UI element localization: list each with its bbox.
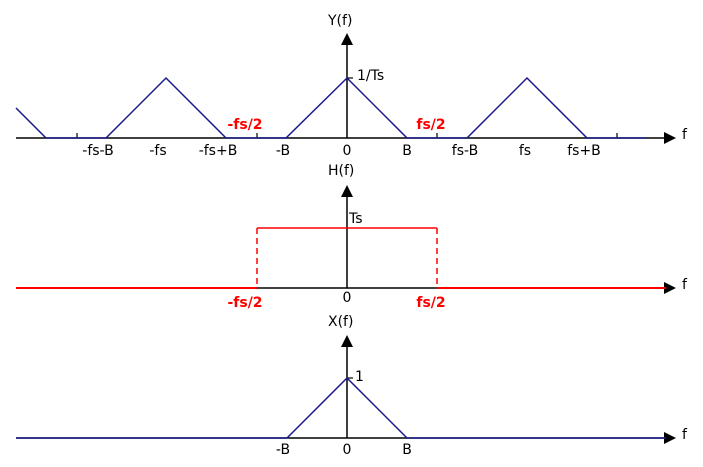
bot-f-axis-arrow bbox=[664, 432, 676, 444]
tick-label: -B bbox=[276, 442, 290, 458]
tick-label: -fs-B bbox=[82, 143, 113, 159]
tick-label: fs-B bbox=[452, 143, 478, 159]
tick-label: -fs+B bbox=[199, 143, 238, 159]
tick-label: B bbox=[402, 442, 412, 458]
top-y-axis-arrow bbox=[341, 33, 353, 45]
tick-label: -B bbox=[276, 143, 290, 159]
tick-label: fs/2 bbox=[416, 295, 445, 311]
mid-xlabel: f bbox=[682, 277, 688, 293]
top-ylabel: Y(f) bbox=[327, 13, 352, 29]
top-peak-label: 1/Ts bbox=[357, 68, 384, 84]
panel-sampled-spectrum: Y(f) f 1/Ts -fs-B -fs -fs+B -B 0 B fs-B … bbox=[15, 13, 688, 159]
top-f-axis-arrow bbox=[664, 132, 676, 144]
mid-y-axis-arrow bbox=[341, 185, 353, 197]
bot-xlabel: f bbox=[682, 427, 688, 443]
red-tick-label: -fs/2 bbox=[227, 117, 262, 133]
panel-original-spectrum: X(f) f 1 -B 0 B bbox=[16, 314, 688, 458]
mid-f-axis-arrow bbox=[664, 282, 676, 294]
tick-label: -fs bbox=[149, 143, 166, 159]
sampled-spectrum-line bbox=[15, 76, 646, 139]
red-tick-label: fs/2 bbox=[416, 117, 445, 133]
bot-ylabel: X(f) bbox=[328, 314, 353, 330]
mid-ylabel: H(f) bbox=[328, 163, 354, 179]
top-xlabel: f bbox=[682, 127, 688, 143]
bot-peak-label: 1 bbox=[355, 369, 364, 385]
tick-label: fs+B bbox=[567, 143, 601, 159]
panel-filter-response: H(f) f Ts -fs/2 0 fs/2 bbox=[16, 163, 688, 311]
tick-label: fs bbox=[519, 143, 531, 159]
bot-y-axis-arrow bbox=[341, 335, 353, 347]
tick-label: -fs/2 bbox=[227, 295, 262, 311]
tick-label: 0 bbox=[343, 143, 352, 159]
tick-label: B bbox=[402, 143, 412, 159]
filter-gain-label: Ts bbox=[348, 211, 363, 227]
original-spectrum-line bbox=[16, 376, 666, 439]
tick-label: 0 bbox=[343, 290, 352, 306]
tick-label: 0 bbox=[343, 442, 352, 458]
